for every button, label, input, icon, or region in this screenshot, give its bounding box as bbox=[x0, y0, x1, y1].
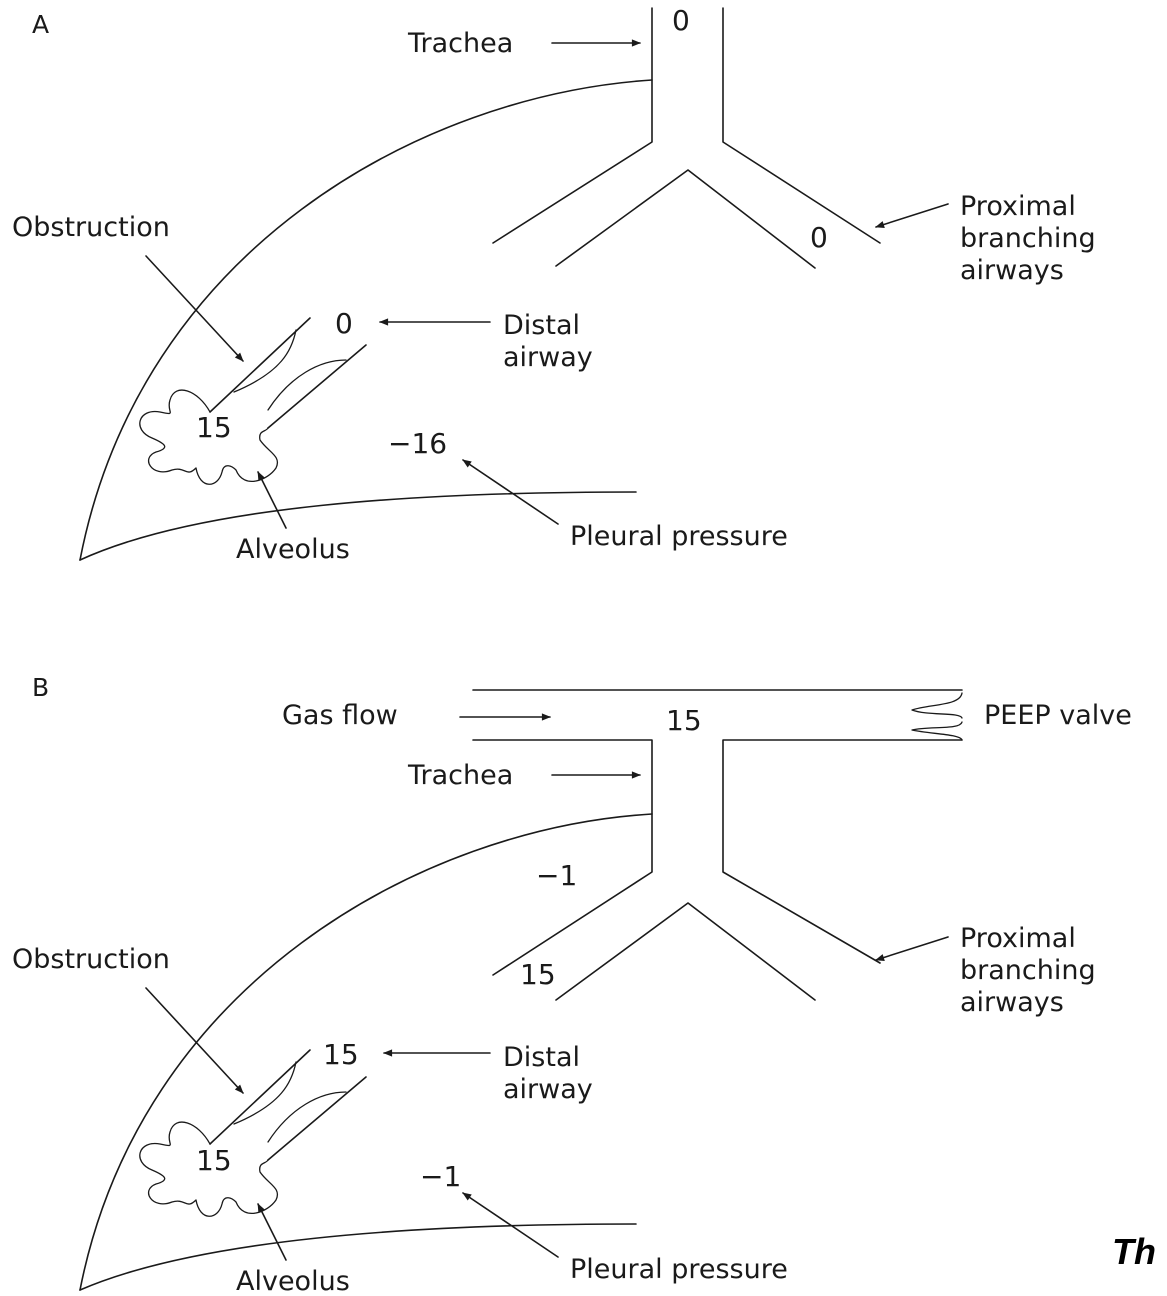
proximal-label-a-3: airways bbox=[960, 255, 1064, 286]
gas-flow-label: Gas flow bbox=[282, 700, 398, 731]
trachea-pressure-a: 0 bbox=[672, 4, 690, 37]
circuit-pressure: 15 bbox=[666, 704, 702, 737]
panel-a-distal-airway-upper-wall bbox=[209, 317, 311, 413]
obstruction-arrow-a bbox=[145, 255, 244, 362]
proximal-label-a-1: Proximal bbox=[960, 191, 1076, 222]
panel-a-obstruction-2 bbox=[267, 359, 347, 411]
obstruction-arrow-b bbox=[145, 987, 244, 1094]
panel-b-obstruction bbox=[233, 1061, 297, 1125]
pleural-arrow-a bbox=[462, 459, 559, 525]
pleural-arrow-b bbox=[462, 1192, 559, 1258]
circuit-bottom-left-wall bbox=[472, 739, 653, 976]
distal-pressure-b: 15 bbox=[323, 1038, 359, 1071]
pleural-label-a: Pleural pressure bbox=[570, 521, 788, 552]
panel-b-distal-airway-lower-wall bbox=[267, 1076, 367, 1161]
distal-label-a-2: airway bbox=[503, 342, 593, 373]
obstruction-label-b: Obstruction bbox=[12, 944, 170, 975]
panel-b-distal-airway-upper-wall bbox=[209, 1049, 311, 1145]
clipped-edge-text: Th bbox=[1112, 1231, 1156, 1272]
peep-valve-icon bbox=[911, 692, 963, 741]
circuit-bottom-right-wall bbox=[722, 739, 963, 964]
proximal-pressure-b: 15 bbox=[520, 958, 556, 991]
panel-a-lung-outline bbox=[79, 79, 653, 561]
proximal-label-b-3: airways bbox=[960, 987, 1064, 1018]
pleural-pressure-b: −1 bbox=[420, 1160, 461, 1193]
panel-a-alveolus bbox=[139, 389, 279, 485]
panel-a-distal-airway-lower-wall bbox=[267, 344, 367, 429]
panel-a-trachea-left-wall bbox=[492, 7, 653, 244]
proximal-pressure-a: 0 bbox=[810, 221, 828, 254]
panel-b-letter: B bbox=[32, 673, 49, 702]
distal-pressure-a: 0 bbox=[335, 307, 353, 340]
distal-label-a-1: Distal bbox=[503, 310, 580, 341]
proximal-arrow-a bbox=[875, 203, 949, 228]
panel-b-carina bbox=[555, 902, 816, 1001]
alveolus-pressure-b: 15 bbox=[196, 1144, 232, 1177]
panel-b-alveolus bbox=[139, 1121, 279, 1217]
panel-b-lung-outline bbox=[79, 813, 653, 1291]
panel-b-diaphragm bbox=[79, 1223, 637, 1291]
peep-valve-label: PEEP valve bbox=[984, 700, 1132, 731]
proximal-label-a-2: branching bbox=[960, 223, 1096, 254]
panel-a-letter: A bbox=[32, 10, 49, 39]
panel-a: A Trachea 0 Obstruction Proximal branchi… bbox=[12, 4, 1096, 565]
trachea-label-a: Trachea bbox=[407, 28, 513, 59]
panel-a-obstruction bbox=[233, 329, 297, 393]
distal-label-b-1: Distal bbox=[503, 1042, 580, 1073]
alveolus-arrow-a bbox=[257, 471, 287, 529]
proximal-label-b-2: branching bbox=[960, 955, 1096, 986]
panel-a-carina bbox=[555, 169, 816, 269]
panel-b: B Gas flow 15 PEEP valve Trachea −1 Obst… bbox=[12, 673, 1132, 1296]
distal-label-b-2: airway bbox=[503, 1074, 593, 1105]
pleural-pressure-a: −16 bbox=[388, 427, 447, 460]
airway-wall-pressure-b: −1 bbox=[536, 859, 577, 892]
alveolus-label-b: Alveolus bbox=[236, 1266, 350, 1296]
proximal-label-b-1: Proximal bbox=[960, 923, 1076, 954]
obstruction-label-a: Obstruction bbox=[12, 212, 170, 243]
pleural-label-b: Pleural pressure bbox=[570, 1254, 788, 1285]
alveolus-label-a: Alveolus bbox=[236, 534, 350, 565]
alveolus-arrow-b bbox=[257, 1203, 287, 1261]
panel-a-diaphragm bbox=[79, 491, 637, 561]
proximal-arrow-b bbox=[875, 936, 949, 961]
panel-b-obstruction-2 bbox=[267, 1091, 347, 1143]
alveolus-pressure-a: 15 bbox=[196, 411, 232, 444]
trachea-label-b: Trachea bbox=[407, 760, 513, 791]
panel-a-trachea-right-wall bbox=[722, 7, 881, 244]
